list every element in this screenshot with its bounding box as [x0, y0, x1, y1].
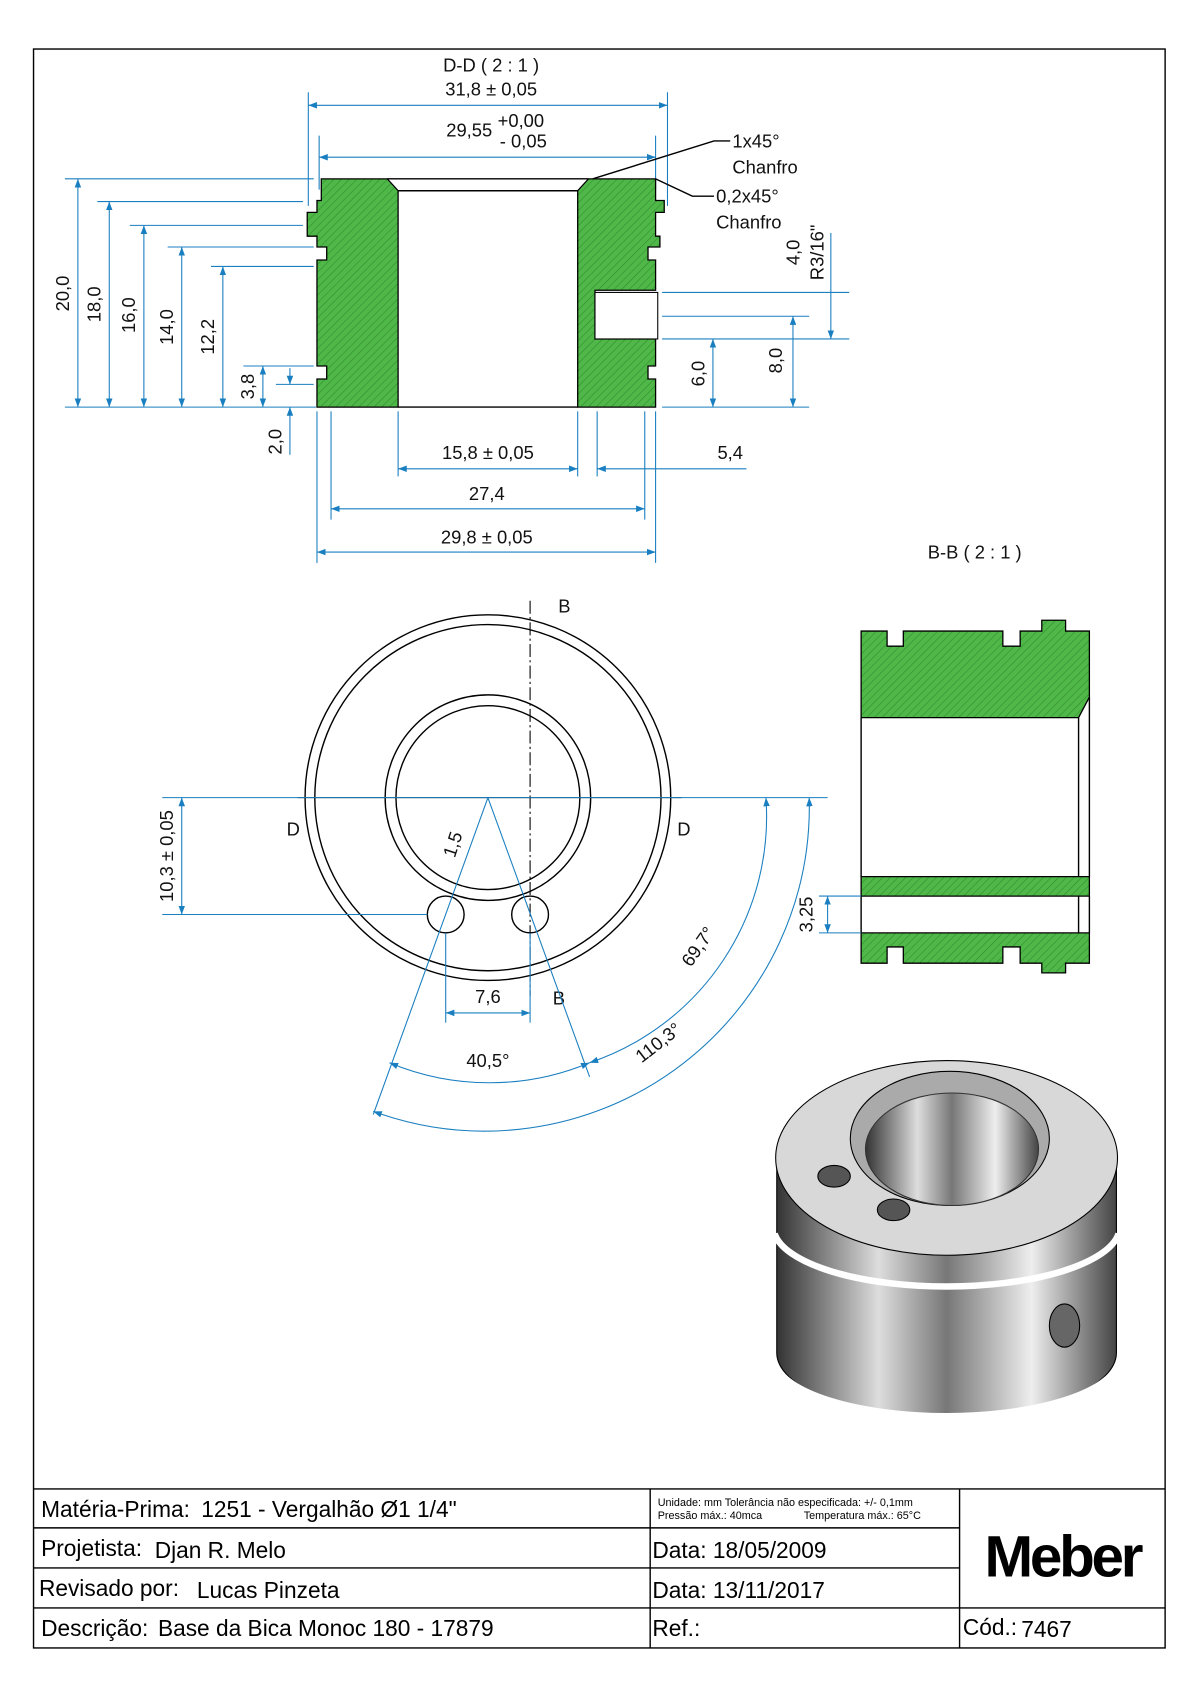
- cut-label-b-top: B: [558, 596, 570, 617]
- material-label: Matéria-Prima:: [41, 1496, 190, 1522]
- dim-height-16: 16,0: [118, 297, 139, 333]
- drawing-frame: [32, 48, 1166, 1649]
- chamfer2-value: 0,2x45°: [716, 186, 779, 207]
- note-pressure: Pressão máx.: 40mca: [658, 1510, 762, 1522]
- section-bb: B-B ( 2 : 1 ) 3,25: [795, 542, 1091, 974]
- angle-110: 110,3°: [631, 1018, 685, 1067]
- reviewer-label: Revisado por:: [39, 1575, 179, 1601]
- angle-40: 40,5°: [466, 1050, 509, 1071]
- chamfer-leaders: [592, 140, 731, 197]
- section-wall-right: [577, 178, 665, 408]
- dim-height-20: 20,0: [52, 276, 73, 312]
- description-label: Descrição:: [41, 1615, 148, 1641]
- title-block: Matéria-Prima: 1251 - Vergalhão Ø1 1/4" …: [33, 1488, 1166, 1648]
- reviewer-value: Lucas Pinzeta: [197, 1577, 340, 1603]
- dim-height-3-8: 3,8: [237, 374, 258, 400]
- chamfer1-value: 1x45°: [732, 130, 779, 151]
- right-extension-lines: [662, 291, 850, 408]
- dim-offset: 10,3 ± 0,05: [156, 810, 177, 902]
- company-logo: Meber: [984, 1525, 1142, 1590]
- designer-label: Projetista:: [41, 1535, 142, 1561]
- dim-inner-top: 29,55: [446, 120, 492, 141]
- dim-outer-top: 31,8 ± 0,05: [445, 79, 537, 100]
- dim-height-18: 18,0: [84, 286, 105, 322]
- chamfer2-label: Chanfro: [716, 212, 781, 233]
- dim-height-14: 14,0: [156, 309, 177, 345]
- bottom-extension-lines: [316, 411, 657, 563]
- section-wall-left: [306, 178, 399, 408]
- chamfer1-label: Chanfro: [732, 156, 797, 177]
- dim-bore: 15,8 ± 0,05: [442, 442, 534, 463]
- top-view: B B D D 10,3 ± 0,05 1,5 7,6 40,5° 69,7° …: [156, 596, 828, 1132]
- bore-outline: [387, 178, 589, 408]
- dim-inner-top-minus: - 0,05: [500, 130, 547, 151]
- reference: Ref.:: [652, 1615, 700, 1641]
- dim-height-6: 6,0: [687, 361, 708, 387]
- section-dd: D-D ( 2 : 1 ) 31,8 ± 0,05 29,55 +0,00 - …: [52, 55, 850, 563]
- dim-hole: 3,25: [795, 897, 816, 933]
- dim-bottom: 29,8 ± 0,05: [441, 526, 533, 547]
- dim-groove: 27,4: [469, 483, 505, 504]
- angle-69: 69,7°: [677, 923, 719, 970]
- description-value: Base da Bica Monoc 180 - 17879: [158, 1615, 494, 1641]
- dim-thread-spec: R3/16": [806, 225, 827, 281]
- bb-outline: [860, 697, 1091, 933]
- threaded-hole: [594, 291, 659, 340]
- section-bb-title: B-B ( 2 : 1 ): [928, 542, 1022, 563]
- dim-side: 5,4: [717, 442, 743, 463]
- note-line1: Unidade: mm Tolerância não especificada:…: [658, 1497, 913, 1509]
- extension-lines: [307, 92, 669, 206]
- dim-inner-top-plus: +0,00: [498, 110, 544, 131]
- section-dd-title: D-D ( 2 : 1 ): [443, 55, 539, 76]
- dim-height-12-2: 12,2: [197, 319, 218, 355]
- dim-height-2: 2,0: [264, 429, 285, 455]
- code-label: Cód.:: [963, 1614, 1017, 1640]
- note-temperature: Temperatura máx.: 65°C: [804, 1510, 921, 1522]
- height-extension-lines: [64, 178, 316, 408]
- date-created: Data: 18/05/2009: [652, 1537, 826, 1563]
- designer-value: Djan R. Melo: [155, 1537, 286, 1563]
- cut-label-d-right: D: [677, 819, 690, 840]
- cut-label-d-left: D: [287, 819, 300, 840]
- dim-radius: 1,5: [439, 829, 467, 860]
- part-3d-render: [771, 1059, 1122, 1420]
- code-value: 7467: [1021, 1616, 1072, 1642]
- dim-thread-height: 4,0: [782, 240, 803, 266]
- material-value: 1251 - Vergalhão Ø1 1/4": [201, 1496, 456, 1522]
- date-revised: Data: 13/11/2017: [652, 1577, 825, 1603]
- dim-spacing: 7,6: [475, 986, 501, 1007]
- dim-height-8: 8,0: [765, 348, 786, 374]
